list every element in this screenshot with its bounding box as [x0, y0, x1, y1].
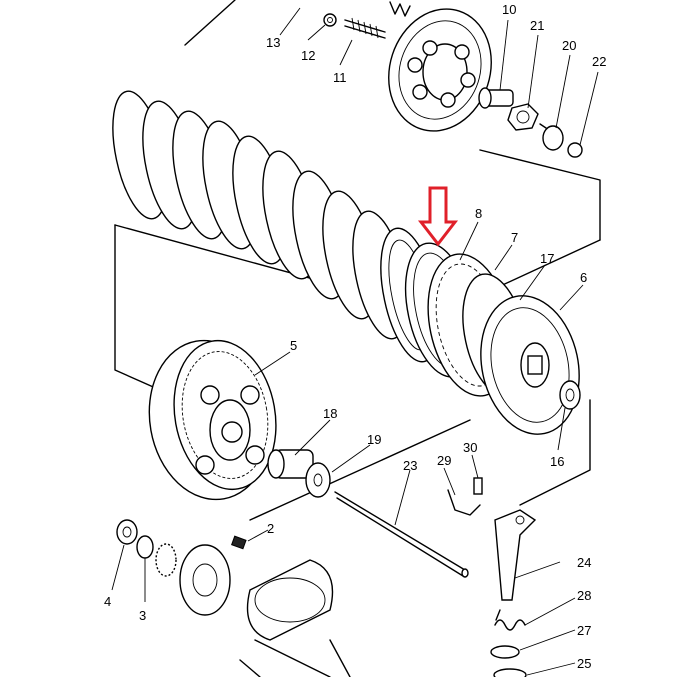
bearing-part-4 [116, 519, 138, 545]
washer-part-16 [559, 380, 581, 410]
label-6: 6 [580, 270, 587, 285]
spring-part-11 [344, 17, 386, 39]
pressure-plate [388, 8, 492, 132]
label-21: 21 [530, 18, 544, 33]
label-5: 5 [290, 338, 297, 353]
label-20: 20 [562, 38, 576, 53]
label-10: 10 [502, 2, 516, 17]
push-lever-part-24 [494, 509, 537, 601]
label-28: 28 [577, 588, 591, 603]
lockwasher-part-20 [539, 123, 564, 151]
crankshaft-assembly [239, 559, 351, 677]
washer-part-12 [323, 13, 337, 27]
leader-lines [111, 7, 599, 676]
bolt-part-10 [478, 87, 514, 109]
spring-top [389, 1, 411, 17]
label-13: 13 [266, 35, 280, 50]
highlight-arrow-icon [417, 186, 459, 247]
spring-part-28 [494, 609, 526, 631]
label-3: 3 [139, 608, 146, 623]
washer-part-3 [136, 535, 154, 559]
clutch-plate-stack [112, 90, 440, 363]
label-17: 17 [540, 251, 554, 266]
label-12: 12 [301, 48, 315, 63]
label-22: 22 [592, 54, 606, 69]
label-18: 18 [323, 406, 337, 421]
key-part-2 [231, 535, 247, 550]
label-7: 7 [511, 230, 518, 245]
label-30: 30 [463, 440, 477, 455]
label-8: 8 [475, 206, 482, 221]
washer-part-19 [305, 462, 331, 498]
label-16: 16 [550, 454, 564, 469]
label-19: 19 [367, 432, 381, 447]
label-27: 27 [577, 623, 591, 638]
label-4: 4 [104, 594, 111, 609]
ball-part-22 [567, 142, 583, 158]
part-labels: 13 12 11 10 21 20 22 8 7 17 6 5 16 18 19… [104, 2, 606, 671]
label-29: 29 [437, 453, 451, 468]
label-11: 11 [333, 70, 347, 85]
seal-part-25 [493, 668, 527, 677]
label-23: 23 [403, 458, 417, 473]
clutch-boss-part-6 [480, 295, 580, 435]
bracket-part-29 [447, 489, 481, 516]
push-rod-part-23 [334, 491, 469, 578]
label-24: 24 [577, 555, 591, 570]
label-25: 25 [577, 656, 591, 671]
label-2: 2 [267, 521, 274, 536]
bushing-part-18 [267, 449, 314, 479]
clutch-housing-part-5 [148, 339, 277, 501]
bolt-part-30 [473, 477, 483, 495]
gear-small [155, 543, 231, 616]
washer-part-27 [490, 645, 520, 659]
nut-part-21 [507, 103, 539, 131]
